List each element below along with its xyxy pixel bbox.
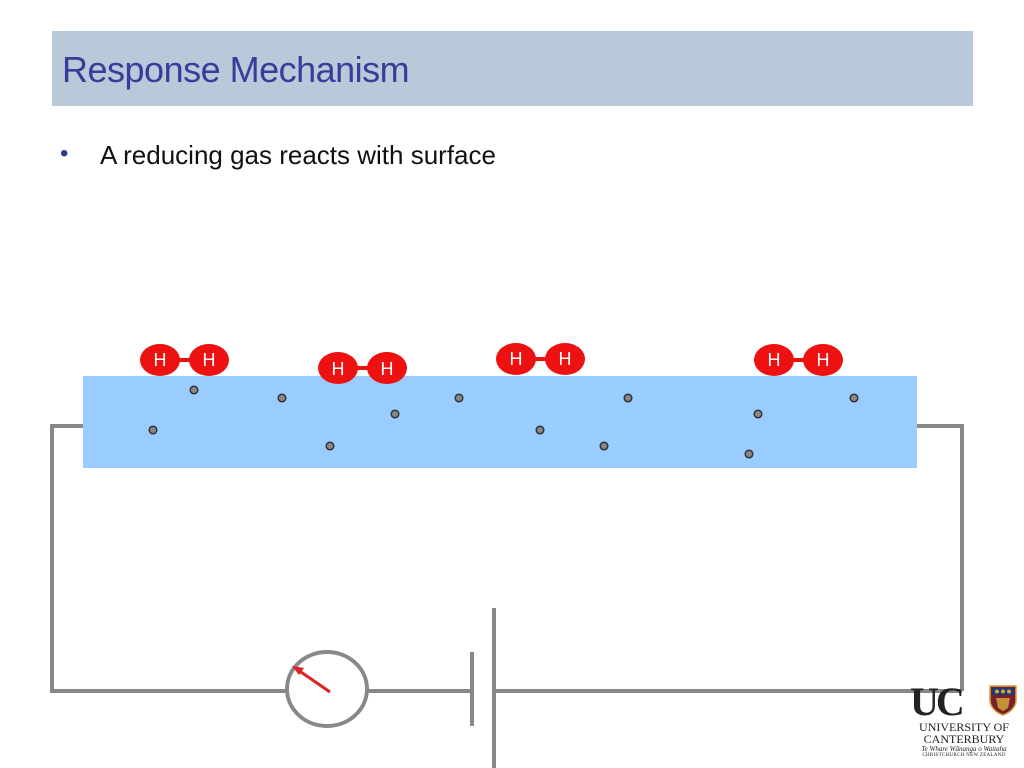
hydrogen-atom [496,343,536,375]
atom-label: H [768,350,781,370]
h2-molecule: H H [140,344,229,376]
surface-site [325,441,335,451]
surface-site [148,425,158,435]
hydrogen-atom [140,344,180,376]
h2-molecule: H H [754,344,843,376]
right-wire [914,424,964,691]
logo-line-1: UNIVERSITY OF [919,720,1009,734]
meter-needle [297,668,331,694]
bullet-text: A reducing gas reacts with surface [100,140,496,170]
hydrogen-atom [545,343,585,375]
hydrogen-atom [189,344,229,376]
logo-line-3: Te Whare Wānanga o Waitaha [921,745,1007,753]
logo-line-2: CANTERBURY [923,732,1005,746]
atom-label: H [817,350,830,370]
hydrogen-atom [754,344,794,376]
left-wire [50,424,287,693]
surface-sites [148,385,859,459]
title-bar: Response Mechanism [52,31,973,106]
surface-site [623,393,633,403]
hydrogen-atom [318,352,358,384]
surface-site [535,425,545,435]
circuit-wires [50,424,964,768]
bullet-icon: • [60,140,69,167]
surface-site [753,409,763,419]
atom-label: H [381,359,394,379]
sensor-layer [83,376,917,468]
h2-molecule: H H [496,343,585,375]
hydrogen-atom [803,344,843,376]
atom-label: H [559,349,572,369]
logo-line-4: CHRISTCHURCH NEW ZEALAND [922,753,1006,758]
crest-icon [989,685,1017,716]
university-logo: UC UNIVERSITY OF CANTERBURY Te Whare Wān… [908,682,1020,762]
surface-site [454,393,464,403]
surface-site [189,385,199,395]
page-title: Response Mechanism [62,49,410,90]
ammeter [285,650,369,728]
surface-site [849,393,859,403]
atom-label: H [203,350,216,370]
h2-molecules: H H H H H H H H [140,343,843,384]
meter-needle-tip [292,666,304,675]
logo-mark: UC [910,679,965,724]
atom-label: H [332,359,345,379]
surface-site [599,441,609,451]
atom-label: H [510,349,523,369]
surface-site [744,449,754,459]
surface-site [277,393,287,403]
atom-label: H [154,350,167,370]
h2-molecule: H H [318,352,407,384]
hydrogen-atom [367,352,407,384]
surface-site [390,409,400,419]
